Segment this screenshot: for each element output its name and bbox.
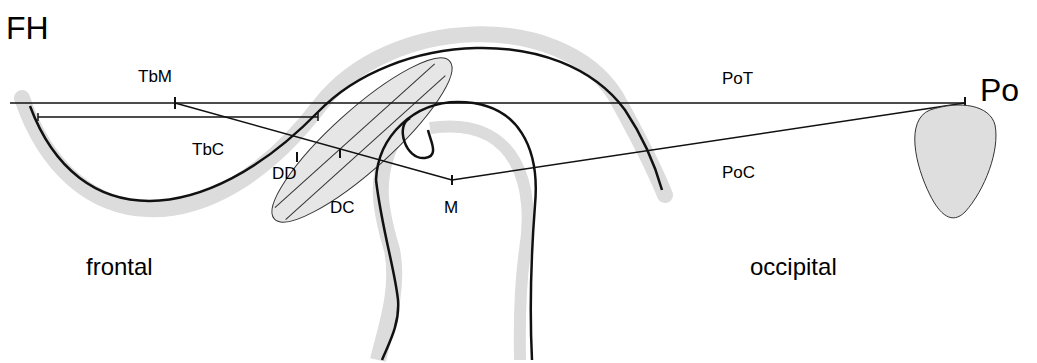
distance-label: PoT xyxy=(722,70,753,87)
tick xyxy=(317,113,319,121)
distance-label: TbC xyxy=(192,141,224,158)
brainstem-outline xyxy=(376,180,398,360)
tbm-m-line xyxy=(175,103,452,180)
heading-abbrev: FH xyxy=(6,12,49,44)
skull-outline xyxy=(30,48,662,201)
tick xyxy=(339,148,341,158)
porion-blob xyxy=(915,105,996,218)
tick xyxy=(174,97,176,109)
distance-label: DC xyxy=(330,199,355,216)
measure-line xyxy=(38,116,318,118)
grey-band xyxy=(430,127,528,360)
distance-label: DD xyxy=(272,165,297,182)
point-label: Po xyxy=(980,74,1019,106)
tick xyxy=(296,152,298,162)
loop-outline xyxy=(403,118,433,158)
m-po-line xyxy=(452,103,965,180)
tick xyxy=(451,175,453,185)
tick xyxy=(37,113,39,121)
region-label: occipital xyxy=(750,255,837,279)
region-label: frontal xyxy=(86,255,153,279)
point-label: M xyxy=(444,199,458,216)
brainstem-outline xyxy=(376,102,536,360)
distance-label: PoC xyxy=(722,164,755,181)
fh-line xyxy=(10,102,965,104)
point-label: TbM xyxy=(138,68,172,85)
